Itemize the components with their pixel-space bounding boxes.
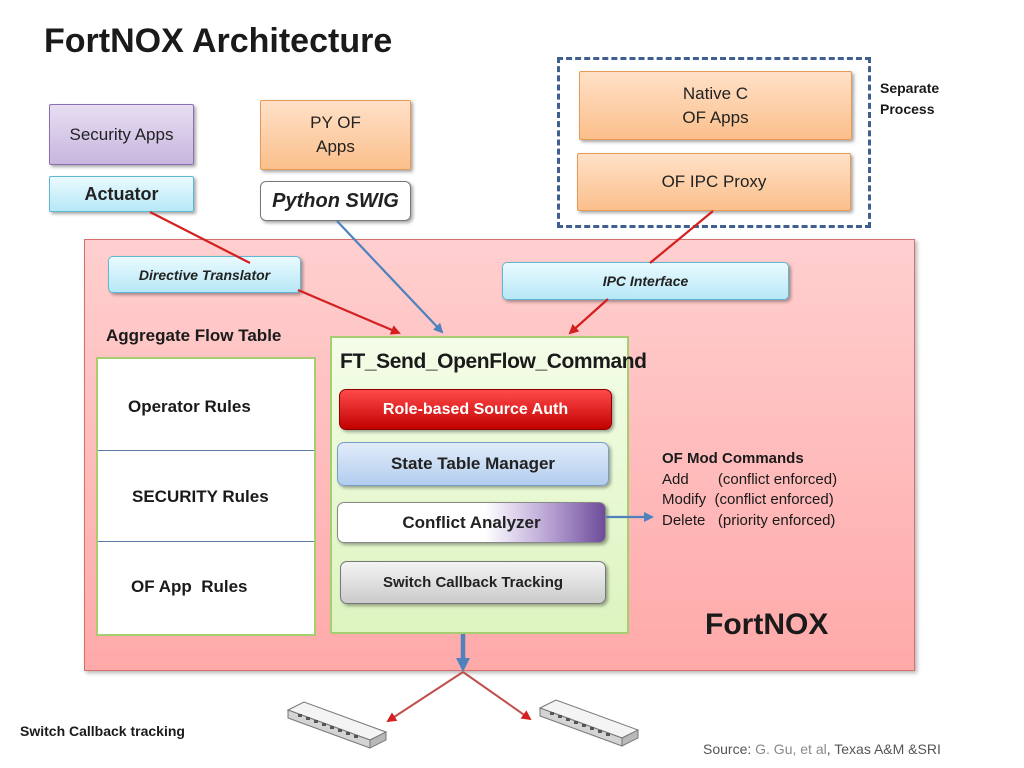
- security-rules-label: SECURITY Rules: [132, 487, 269, 506]
- network-switch-icon: [286, 701, 388, 749]
- aggregate-flow-table: Operator Rules SECURITY Rules OF App Rul…: [96, 357, 316, 636]
- fortnox-label: FortNOX: [705, 608, 829, 641]
- py-of-apps-box: PY OF Apps: [260, 100, 411, 170]
- directive-translator-box: Directive Translator: [108, 256, 301, 293]
- ipc-to-ft-arrow: [568, 298, 609, 335]
- separate-process-label: Separate Process: [880, 80, 940, 117]
- switch-link-left-arrow: [386, 671, 464, 723]
- conflict-analyzer-box: Conflict Analyzer: [337, 502, 606, 543]
- source-authors: G. Gu, et al: [755, 741, 827, 757]
- of-mod-row-delete: Delete (priority enforced): [662, 511, 836, 529]
- ft-send-title: FT_Send_OpenFlow_Command: [340, 350, 647, 373]
- operator-rules-label: Operator Rules: [128, 397, 251, 416]
- of-mod-row-add: Add (conflict enforced): [662, 470, 838, 488]
- of-mod-heading: OF Mod Commands: [662, 450, 804, 467]
- security-apps-box: Security Apps: [49, 104, 194, 165]
- swig-to-ft-arrow: [336, 220, 444, 334]
- translator-to-ft-arrow: [297, 288, 401, 335]
- aggregate-flow-table-label: Aggregate Flow Table: [106, 326, 282, 345]
- table-divider: [98, 541, 314, 542]
- of-app-rules-label: OF App Rules: [131, 577, 248, 596]
- native-c-apps-box: Native C OF Apps: [579, 71, 852, 140]
- state-table-manager-box: State Table Manager: [337, 442, 609, 486]
- role-auth-box: Role-based Source Auth: [339, 389, 612, 430]
- source-prefix: Source:: [703, 741, 756, 757]
- source-institutions: , Texas A&M &SRI: [826, 741, 941, 757]
- actuator-to-translator-arrow: [149, 211, 251, 264]
- table-divider: [98, 450, 314, 451]
- switch-callback-tracking-box: Switch Callback Tracking: [340, 561, 606, 604]
- network-switch-icon: [538, 699, 640, 747]
- switch-link-right-arrow: [462, 671, 532, 721]
- actuator-box: Actuator: [49, 176, 194, 212]
- switch-callback-tracking-note: Switch Callback tracking: [20, 723, 185, 739]
- python-swig-box: Python SWIG: [260, 181, 411, 221]
- source-citation: Source: G. Gu, et al, Texas A&M &SRI: [703, 741, 941, 757]
- of-mod-row-modify: Modify (conflict enforced): [662, 491, 834, 508]
- ipc-interface-box: IPC Interface: [502, 262, 789, 300]
- ipc-proxy-box: OF IPC Proxy: [577, 153, 851, 211]
- proxy-to-ipc-arrow: [649, 210, 714, 264]
- separate-process-boundary: [557, 57, 871, 228]
- of-mod-commands: OF Mod Commands Add (conflict enforced) …: [662, 449, 837, 531]
- page-title: FortNOX Architecture: [44, 22, 393, 60]
